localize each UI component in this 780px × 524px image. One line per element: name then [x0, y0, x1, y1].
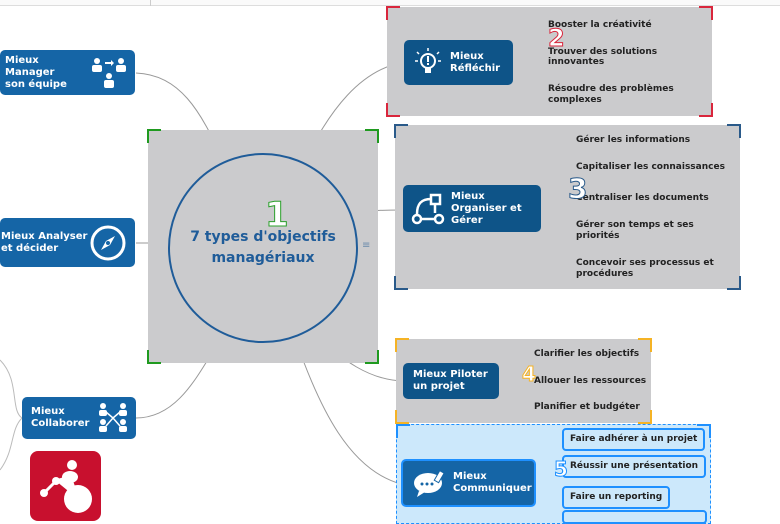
node-label: Communiquer: [453, 483, 532, 494]
node-label: Réfléchir: [450, 62, 501, 74]
subtopic[interactable]: Gérer son temps et ses: [576, 220, 694, 230]
subtopic-partial[interactable]: [562, 510, 707, 524]
step-number-5: 5: [554, 457, 569, 482]
subtopic[interactable]: Résoudre des problèmes: [548, 84, 674, 94]
subtopic[interactable]: Allouer les ressources: [534, 376, 647, 386]
subtopic[interactable]: Réussir une présentation: [562, 455, 707, 478]
process-flow-icon: [411, 193, 445, 224]
mindmap-logo-icon: [40, 460, 92, 513]
subtopic[interactable]: complexes: [548, 95, 602, 105]
step-number-3: 3: [567, 172, 588, 206]
subtopic[interactable]: Faire un reporting: [562, 486, 671, 509]
node-label: Organiser et: [451, 202, 522, 214]
node-label: un projet: [413, 381, 465, 392]
menu-icon[interactable]: ≡: [362, 240, 371, 251]
node-label: Mieux Piloter: [413, 369, 488, 380]
node-label: son équipe: [5, 78, 67, 90]
subtopic[interactable]: procédures: [576, 269, 634, 279]
step-number-2: 2: [548, 24, 566, 53]
subtopic[interactable]: Gérer les informations: [576, 135, 691, 145]
central-title: managériaux: [211, 250, 315, 266]
node-label: Mieux Analyser: [1, 230, 88, 242]
subtopic[interactable]: Trouver des solutions: [548, 47, 658, 57]
central-topic[interactable]: 7 types d'objectifs managériaux: [168, 153, 358, 343]
speech-bubble-icon: [414, 469, 445, 497]
subtopic[interactable]: Centraliser les documents: [576, 193, 709, 203]
central-title: 7 types d'objectifs: [190, 229, 336, 245]
node-label: Collaborer: [31, 418, 90, 429]
subtopic[interactable]: Capitaliser les connaissances: [576, 162, 725, 172]
node-label: Mieux: [31, 406, 65, 417]
network-people-icon: [99, 403, 127, 432]
node-label: Mieux: [451, 190, 485, 202]
subtopic[interactable]: Planifier et budgéter: [534, 402, 640, 412]
subtopic[interactable]: innovantes: [548, 57, 605, 67]
node-label: Mieux: [450, 50, 484, 62]
node-label: Mieux: [453, 471, 487, 482]
subtopic[interactable]: Booster la créativité: [548, 20, 652, 30]
step-number-4: 4: [522, 362, 537, 387]
node-label: et décider: [1, 242, 59, 254]
app-logo: [30, 451, 101, 521]
subtopic[interactable]: priorités: [576, 231, 620, 241]
team-icon: [92, 57, 126, 88]
subtopic[interactable]: Faire adhérer à un projet: [562, 428, 706, 451]
lightbulb-icon: [415, 47, 441, 73]
node-label: Mieux Manager: [5, 54, 55, 78]
toolbar: [0, 0, 780, 6]
node-label: Gérer: [451, 214, 483, 226]
step-number-1: 1: [265, 195, 290, 236]
connector-communiquer: [294, 337, 402, 485]
subtopic[interactable]: Clarifier les objectifs: [534, 349, 640, 359]
compass-icon: [90, 225, 126, 260]
subtopic[interactable]: Concevoir ses processus et: [576, 258, 714, 268]
